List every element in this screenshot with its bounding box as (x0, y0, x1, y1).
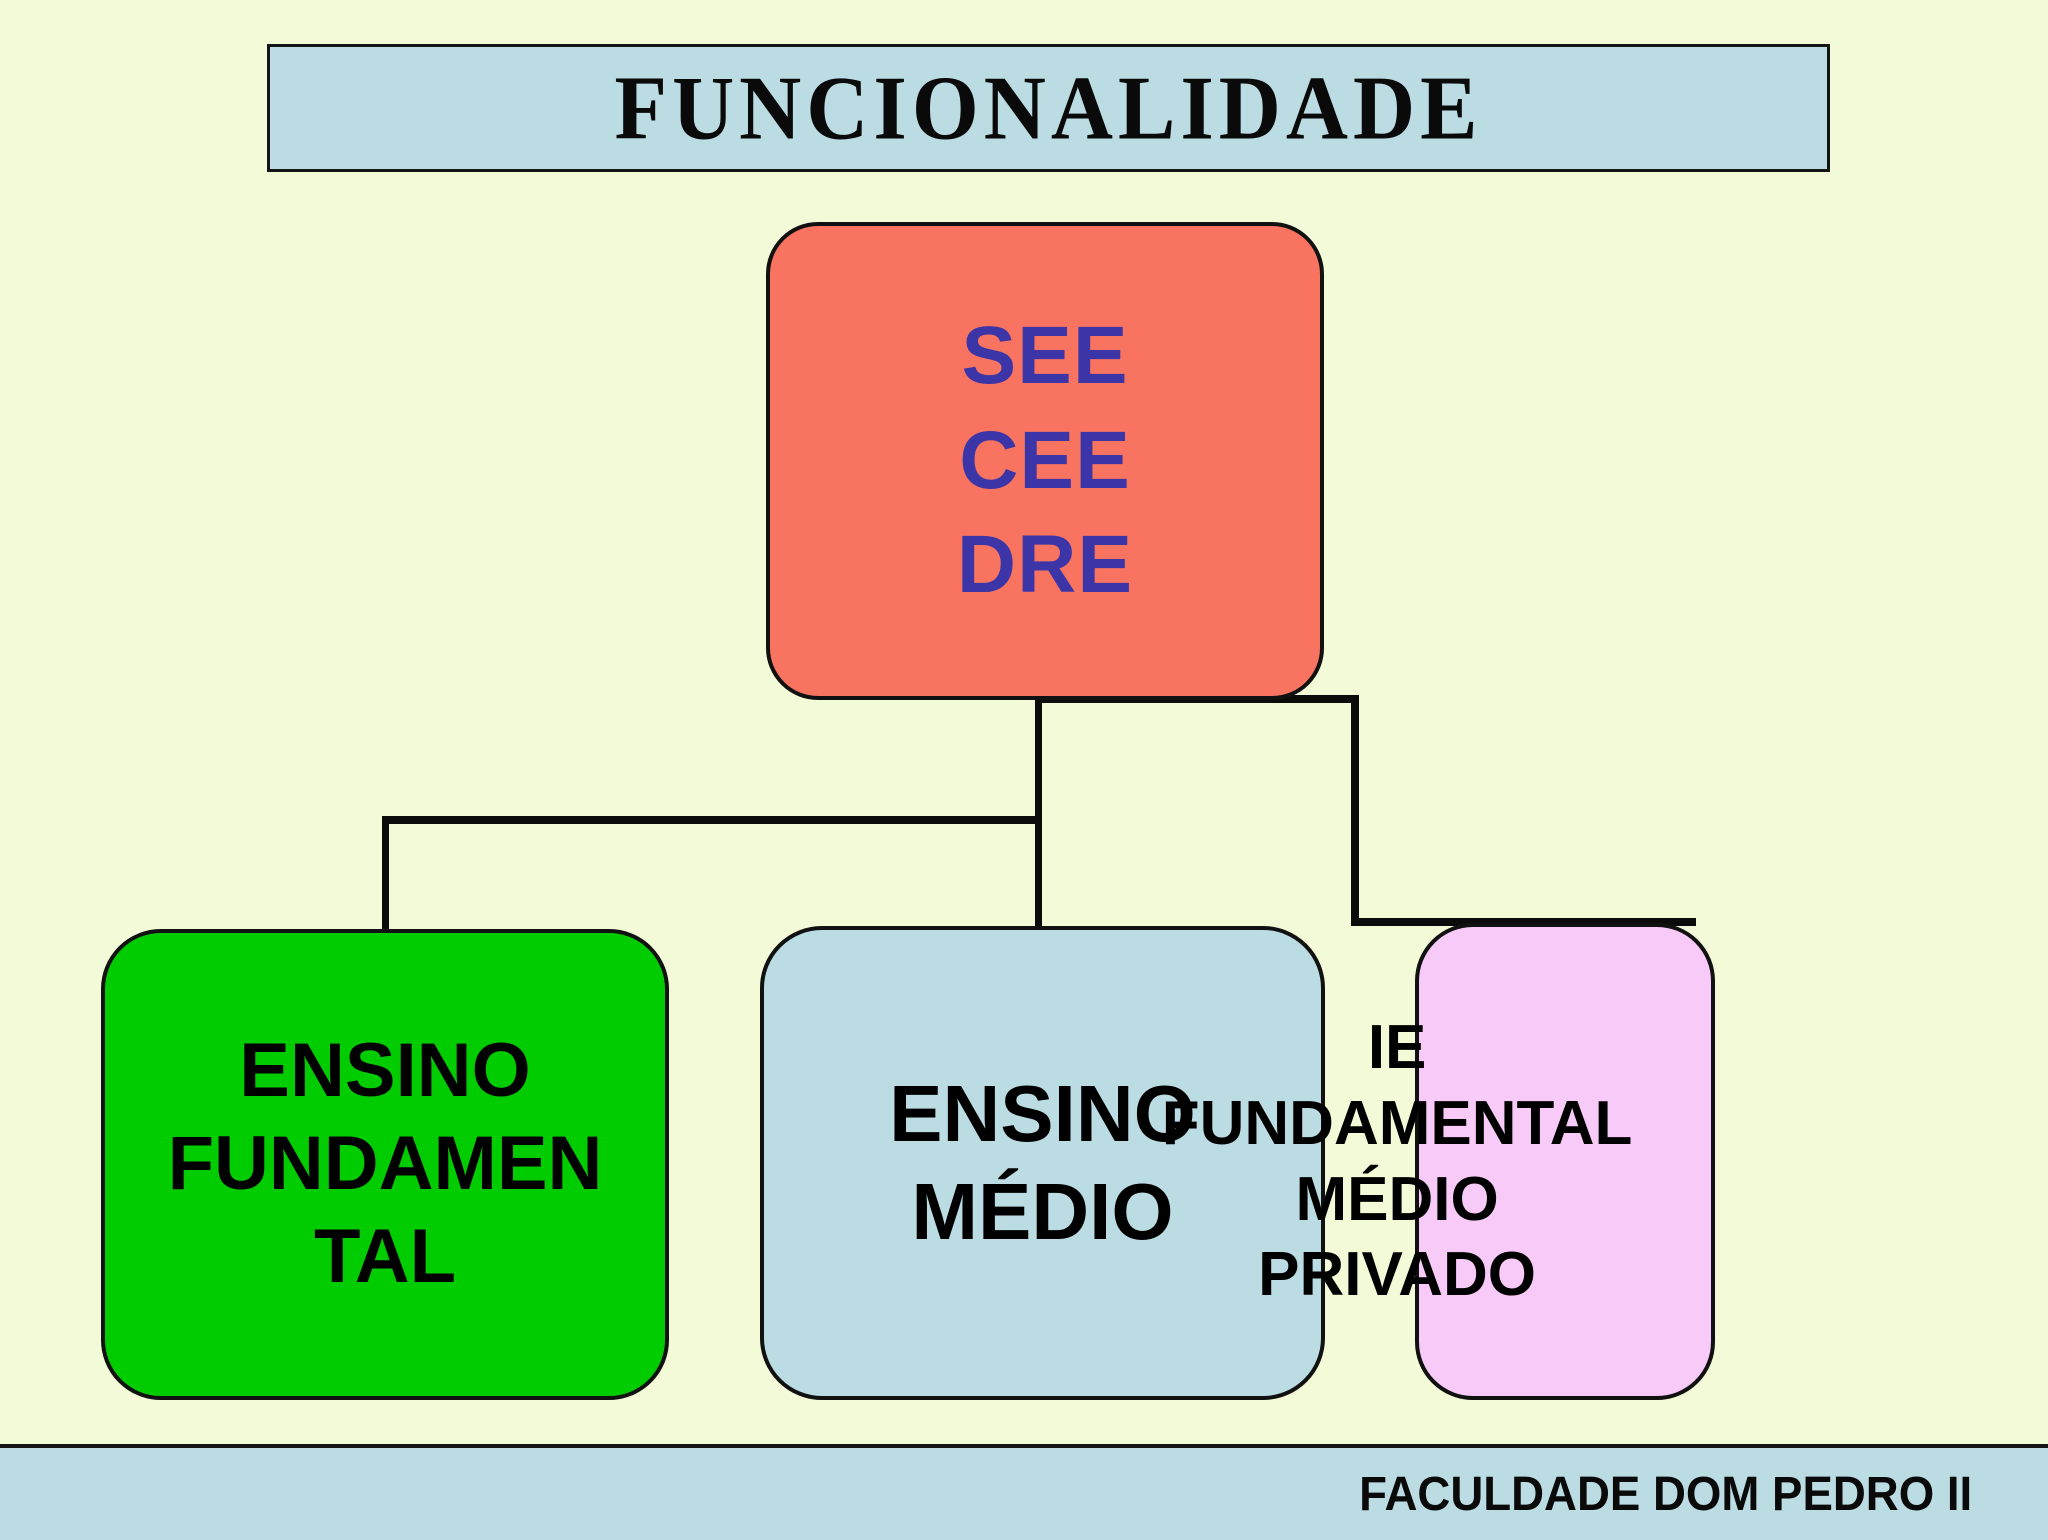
node-ensino-medio[interactable]: ENSINO MÉDIO (760, 926, 1325, 1400)
node-ie-privado-label: IE FUNDAMENTAL MÉDIO PRIVADO (1161, 1013, 1633, 1310)
node-ie-privado[interactable]: IE FUNDAMENTAL MÉDIO PRIVADO (1162, 923, 1715, 1400)
page-title: FUNCIONALIDADE (614, 57, 1483, 159)
connector-right-drop (1351, 695, 1359, 925)
node-ensino-medio-label: ENSINO MÉDIO (889, 1069, 1196, 1256)
footer-banner: FACULDADE DOM PEDRO II (0, 1444, 2048, 1540)
node-ensino-fundamental-label: ENSINO FUNDAMEN TAL (167, 1028, 603, 1299)
connector-to-privado (1351, 918, 1696, 926)
footer-institution-name: FACULDADE DOM PEDRO II (1358, 1467, 1972, 1521)
node-see-cee-dre-label: SEE CEE DRE (956, 309, 1134, 611)
node-ensino-fundamental[interactable]: ENSINO FUNDAMEN TAL (101, 929, 669, 1400)
header-banner: FUNCIONALIDADE (267, 44, 1830, 172)
connector-to-fundamental (382, 816, 389, 934)
connector-to-medio (1035, 816, 1042, 933)
connector-root-stem (1035, 700, 1042, 822)
node-see-cee-dre[interactable]: SEE CEE DRE (766, 222, 1324, 700)
connector-bus-left (382, 816, 1042, 824)
